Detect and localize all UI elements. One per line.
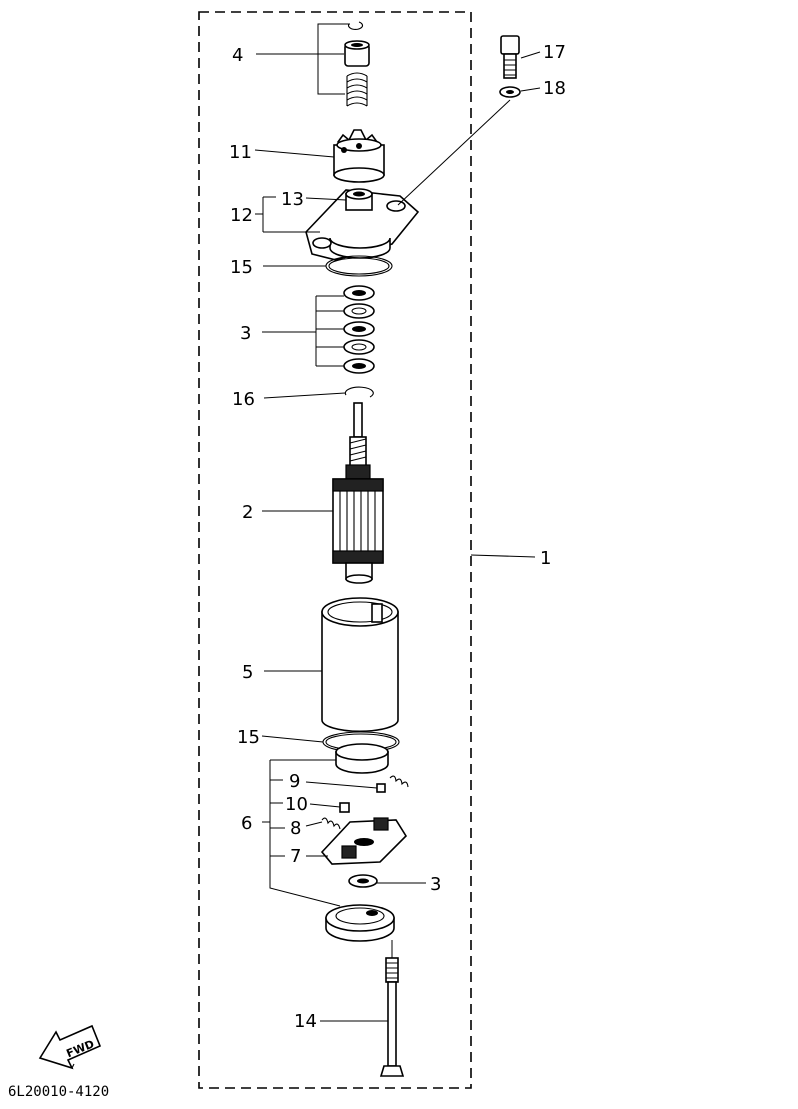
part-6-housing-ring [335, 743, 389, 774]
part-10-brush [339, 802, 350, 813]
part-8-spring [321, 817, 341, 830]
callout-9: 9 [289, 771, 300, 792]
callout-labels: 4 17 18 11 13 12 15 3 16 2 1 5 15 9 10 6… [229, 42, 566, 1032]
callout-16: 16 [232, 389, 255, 410]
diagram-part-code: 6L20010-4120 [8, 1084, 109, 1100]
part-14-through-bolt [379, 957, 405, 1077]
part-13-bushing [353, 191, 365, 197]
part-5-yoke [321, 597, 399, 733]
part-7-brush-holder [320, 817, 408, 865]
callout-11: 11 [229, 142, 252, 163]
callout-2: 2 [242, 502, 253, 523]
assembly-boundary [198, 11, 472, 1089]
callout-12: 12 [230, 205, 253, 226]
part-12-front-bracket [305, 188, 420, 261]
fwd-arrow-icon: FWD [38, 1024, 102, 1070]
callout-13: 13 [281, 189, 304, 210]
callout-1: 1 [540, 548, 551, 569]
callout-18: 18 [543, 78, 566, 99]
callout-15-bottom: 15 [237, 727, 260, 748]
part-18-washer [499, 86, 521, 98]
callout-3-bottom: 3 [430, 874, 441, 895]
leader-lines [254, 23, 541, 1022]
callout-14: 14 [294, 1011, 317, 1032]
part-rear-cover [325, 904, 395, 942]
callout-6: 6 [241, 813, 252, 834]
part-2-armature [332, 402, 384, 584]
callout-17: 17 [543, 42, 566, 63]
part-15-oring-top [325, 255, 393, 277]
callout-8: 8 [290, 818, 301, 839]
part-3-washer-stack [343, 285, 375, 374]
callout-4: 4 [232, 45, 243, 66]
part-16-circlip [344, 386, 374, 398]
part-11-pinion [333, 129, 385, 183]
part-3-washer-lower [348, 874, 378, 888]
callout-15-top: 15 [230, 257, 253, 278]
callout-10: 10 [285, 794, 308, 815]
callout-3-top: 3 [240, 323, 251, 344]
callout-5: 5 [242, 662, 253, 683]
part-4-clip-collar-spring [344, 21, 370, 107]
part-17-bolt [500, 35, 520, 79]
callout-7: 7 [290, 846, 301, 867]
part-9-spring [376, 775, 409, 793]
